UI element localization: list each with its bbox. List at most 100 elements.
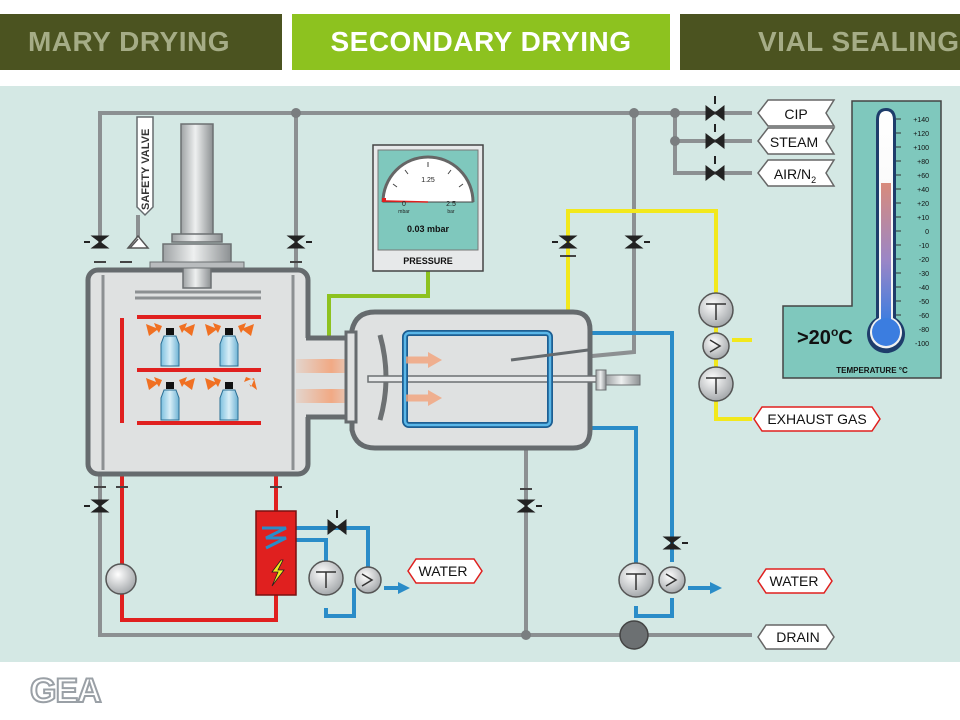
scale-label: +100 (913, 145, 929, 152)
heat-arrow-icon (179, 377, 195, 390)
air-n2-label-text: AIR/N (774, 166, 811, 182)
gauge-tick-min: 0 (402, 201, 406, 208)
temperature-reading-degree: o (831, 325, 838, 339)
gea-logo: GEA (29, 671, 103, 711)
scale-label: -60 (919, 313, 929, 320)
cip-inlet-tag[interactable]: CIP (757, 99, 836, 127)
heat-arrow-icon (146, 323, 162, 336)
steam-inlet-tag[interactable]: STEAM (757, 127, 836, 155)
exhaust-gas-tag[interactable]: EXHAUST GAS (753, 406, 881, 432)
electric-heater (255, 510, 297, 596)
scale-label: +80 (917, 159, 929, 166)
ice-condenser (344, 309, 641, 451)
lightning-icon (271, 559, 285, 587)
vacuum-pump-icon (698, 292, 734, 328)
scale-label: 0 (925, 229, 929, 236)
vacuum-pump-icon (698, 366, 734, 402)
air-n2-inlet-tag[interactable]: AIR/N2 (757, 159, 836, 187)
pump-icon (308, 560, 344, 596)
air-n2-label-sub: 2 (811, 175, 816, 185)
inlet-tags: CIP STEAM AIR/N2 (757, 99, 836, 187)
scale-label: +40 (917, 187, 929, 194)
gauge-unit-bar: bar (447, 209, 455, 215)
safety-valve: SAFETY VALVE (126, 116, 154, 249)
valve-icon[interactable] (327, 510, 347, 536)
vapor-arrows (406, 356, 428, 402)
tab-secondary-drying-label: SECONDARY DRYING (330, 26, 632, 57)
pumps (105, 292, 734, 650)
valve-icon[interactable] (705, 156, 725, 182)
drain-label: DRAIN (776, 629, 820, 645)
pressure-reading: 0.03 mbar (407, 224, 450, 234)
temperature-reading-value: >20 (797, 327, 831, 349)
heat-exchanger-icon (354, 566, 382, 594)
valve-icon[interactable] (516, 499, 542, 513)
heat-arrows (146, 323, 257, 390)
valve-icon[interactable] (286, 235, 312, 249)
drain-pump-icon (619, 620, 649, 650)
tab-primary-drying[interactable]: MARY DRYING (0, 14, 282, 70)
valve-icon[interactable] (662, 536, 688, 550)
pump-icon (105, 563, 137, 595)
valve-icon[interactable] (84, 235, 110, 249)
scale-label: -20 (919, 257, 929, 264)
vacuum-sensor-line (327, 270, 430, 340)
gauge-tick-mid: 1.25 (421, 177, 435, 184)
vial (160, 382, 180, 421)
valve-icon[interactable] (552, 235, 578, 249)
water-left-label: WATER (419, 563, 468, 579)
valve-icon[interactable] (705, 96, 725, 122)
shelf-stack (120, 315, 261, 425)
drying-chamber (85, 267, 356, 477)
scale-label: +120 (913, 131, 929, 138)
scale-label: +60 (917, 173, 929, 180)
scale-label: +10 (917, 215, 929, 222)
gauge-tick-max: 2.5 (446, 201, 456, 208)
water-outlet-tag-left[interactable]: WATER (407, 558, 483, 584)
water-outlet-tag-right[interactable]: WATER (757, 568, 833, 594)
grey-pipe-network (98, 111, 752, 637)
pressure-gauge-title: PRESSURE (403, 256, 453, 266)
tab-vial-sealing[interactable]: VIAL SEALING (680, 14, 960, 70)
valves (84, 96, 725, 550)
scale-label: -40 (919, 285, 929, 292)
water-right-label: WATER (770, 573, 819, 589)
scale-label: -50 (919, 299, 929, 306)
temperature-reading-unit: C (838, 327, 852, 349)
exhaust-gas-line (566, 209, 752, 440)
arrow-right-icon (398, 582, 410, 594)
valve-icon[interactable] (624, 235, 650, 249)
steam-label: STEAM (770, 134, 818, 150)
air-n2-label: AIR/N2 (774, 166, 816, 185)
scale-label: -100 (915, 341, 929, 348)
vial (219, 382, 239, 421)
heat-exchanger-icon (658, 566, 686, 594)
thermometer-panel: +140 +120 +100 +80 +60 +40 +20 +10 0 -10… (782, 100, 942, 379)
heat-arrow-icon (244, 377, 257, 390)
tab-primary-drying-label: MARY DRYING (27, 26, 230, 57)
scale-label: +20 (917, 201, 929, 208)
drain-outlet-tag[interactable]: DRAIN (757, 624, 835, 650)
thermometer-scale: +140 +120 +100 +80 +60 +40 +20 +10 0 -10… (913, 117, 929, 348)
valve-icon[interactable] (705, 124, 725, 150)
heat-arrow-icon (238, 323, 254, 336)
temperature-title: TEMPERATURE °C (836, 366, 908, 375)
heat-arrow-icon (146, 377, 162, 390)
stoppering-cylinder (149, 123, 245, 289)
vial-group (160, 328, 239, 421)
heat-arrow-icon (205, 323, 221, 336)
heat-arrow-icon (205, 377, 221, 390)
tab-secondary-drying[interactable]: SECONDARY DRYING (292, 14, 670, 70)
pressure-gauge: 1.25 0 2.5 mbar bar 0.03 mbar PRESSURE (372, 144, 484, 272)
gauge-unit-mbar: mbar (398, 209, 410, 215)
valve-icon[interactable] (84, 499, 110, 513)
cip-label: CIP (784, 106, 807, 122)
scale-label: -30 (919, 271, 929, 278)
vial (219, 328, 239, 367)
safety-valve-label: SAFETY VALVE (140, 129, 152, 210)
heat-arrow-icon (179, 323, 195, 336)
process-step-bar: MARY DRYING SECONDARY DRYING VIAL SEALIN… (0, 0, 960, 86)
tab-vial-sealing-label: VIAL SEALING (758, 26, 960, 57)
outlet-tags: EXHAUST GAS WATER WATER DRAIN (407, 406, 881, 650)
